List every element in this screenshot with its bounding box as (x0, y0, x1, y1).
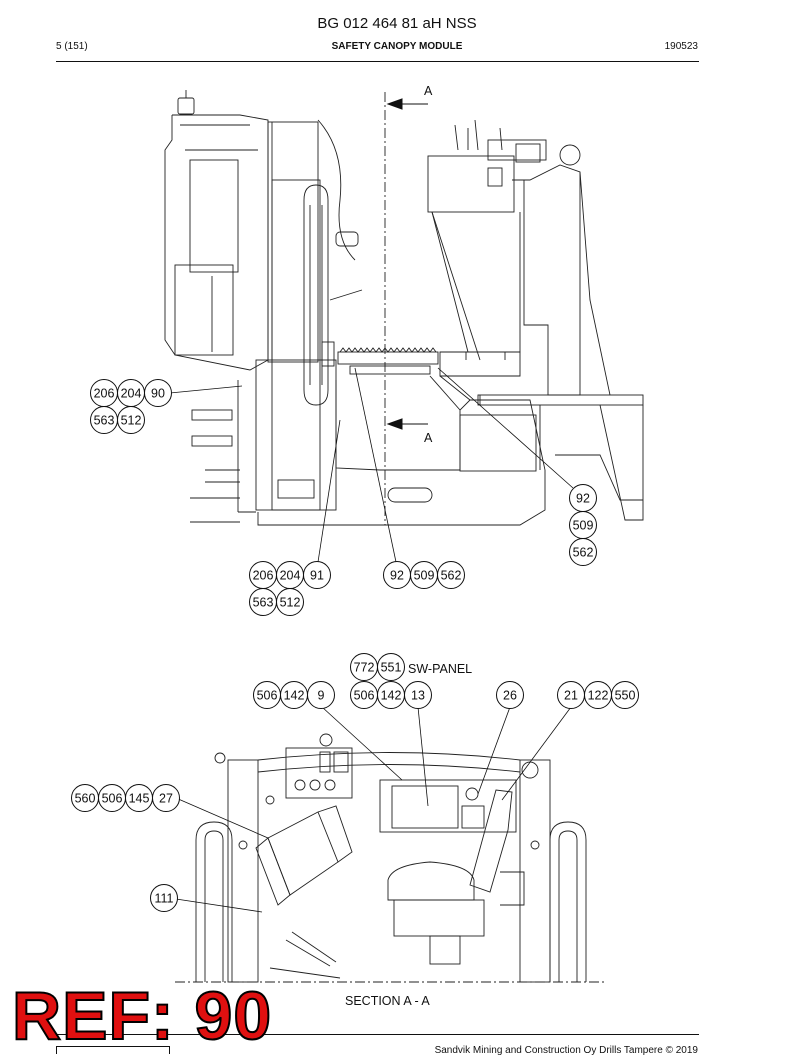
callout-circle (611, 681, 639, 709)
footer-rule (56, 1034, 699, 1035)
callout-layer: 206 204 90 563 512 92 509 562 206 204 91 563 512 92 50… (71, 379, 639, 912)
callout-number: 512 (121, 414, 142, 428)
callout-number: 206 (94, 387, 115, 401)
callout-bubble: 9 (307, 681, 335, 709)
callout-number: 509 (573, 519, 594, 533)
document-id: BG 012 464 81 aH NSS (317, 15, 477, 32)
callout-bubble: 550 (611, 681, 639, 709)
callout-bubble: 560 (71, 784, 99, 812)
callout-circle (377, 653, 405, 681)
reference-stamp: REF: 90 (11, 978, 273, 1054)
callout-number: 509 (414, 569, 435, 583)
callout-bubble: 142 (377, 681, 405, 709)
callout-circle (307, 681, 335, 709)
callout-bubble: 91 (303, 561, 331, 589)
callout-bubble: 512 (117, 406, 145, 434)
leader-lines (169, 367, 574, 913)
callout-circle (437, 561, 465, 589)
callout-number: 21 (564, 689, 578, 703)
callout-bubble: 204 (276, 561, 304, 589)
revision-date: 190523 (664, 41, 698, 52)
callout-bubble: 506 (253, 681, 281, 709)
callout-circle (144, 379, 172, 407)
callout-bubble: 122 (584, 681, 612, 709)
callout-number: 550 (615, 689, 636, 703)
header-rule (56, 61, 699, 62)
section-a-a-view (175, 733, 605, 983)
callout-bubble: 21 (557, 681, 585, 709)
callout-number: 26 (503, 689, 517, 703)
callout-bubble: 509 (569, 511, 597, 539)
callout-number: 91 (310, 569, 324, 583)
callout-number: 563 (94, 414, 115, 428)
callout-number: 560 (75, 792, 96, 806)
callout-number: 772 (354, 661, 375, 675)
callout-bubble: 506 (98, 784, 126, 812)
callout-bubble: 92 (383, 561, 411, 589)
footer-copyright: Sandvik Mining and Construction Oy Drill… (434, 1045, 698, 1056)
callout-number: 512 (280, 596, 301, 610)
callout-bubble: 512 (276, 588, 304, 616)
section-marker-top: A (424, 84, 433, 98)
section-title: SECTION A - A (345, 994, 430, 1008)
callout-circle (569, 538, 597, 566)
callout-circle (404, 681, 432, 709)
callout-number: 142 (284, 689, 305, 703)
callout-bubble: 90 (144, 379, 172, 407)
callout-number: 506 (102, 792, 123, 806)
callout-bubble: 206 (90, 379, 118, 407)
callout-circle (496, 681, 524, 709)
callout-number: 206 (253, 569, 274, 583)
callout-bubble: 142 (280, 681, 308, 709)
callout-number: 562 (573, 546, 594, 560)
callout-number: 204 (121, 387, 142, 401)
callout-number: 90 (151, 387, 165, 401)
callout-bubble: 26 (496, 681, 524, 709)
callout-number: 204 (280, 569, 301, 583)
callout-bubble: 551 (377, 653, 405, 681)
callout-bubble: 27 (152, 784, 180, 812)
section-arrow-bottom (386, 418, 428, 430)
callout-bubble: 92 (569, 484, 597, 512)
callout-bubble: 206 (249, 561, 277, 589)
sandvik-logo (56, 1046, 170, 1054)
callout-number: 92 (390, 569, 404, 583)
callout-number: 145 (129, 792, 150, 806)
callout-bubble: 562 (437, 561, 465, 589)
callout-number: 122 (588, 689, 609, 703)
callout-bubble: 772 (350, 653, 378, 681)
page-number: 5 (151) (56, 41, 88, 52)
callout-bubble: 562 (569, 538, 597, 566)
callout-bubble: 509 (410, 561, 438, 589)
side-elevation-view (164, 90, 644, 526)
callout-number: 9 (318, 689, 325, 703)
callout-number: 551 (381, 661, 402, 675)
callout-bubble: 563 (249, 588, 277, 616)
callout-number: 563 (253, 596, 274, 610)
section-marker-bottom: A (424, 431, 433, 445)
callout-bubble: 145 (125, 784, 153, 812)
callout-number: 111 (154, 892, 173, 906)
callout-bubble: 506 (350, 681, 378, 709)
callout-circle (150, 884, 178, 912)
callout-number: 562 (441, 569, 462, 583)
callout-number: 27 (159, 792, 173, 806)
callout-circle (276, 588, 304, 616)
callout-bubble: 111 (150, 884, 178, 912)
callout-number: 506 (354, 689, 375, 703)
section-arrow-top (386, 98, 428, 110)
callout-circle (152, 784, 180, 812)
callout-number: 13 (411, 689, 425, 703)
callout-bubble: 563 (90, 406, 118, 434)
sw-panel-label: SW-PANEL (408, 662, 472, 676)
callout-bubble: 204 (117, 379, 145, 407)
callout-circle (117, 406, 145, 434)
callout-number: 92 (576, 492, 590, 506)
page-title: SAFETY CANOPY MODULE (331, 41, 463, 52)
callout-bubble: 13 (404, 681, 432, 709)
callout-circle (303, 561, 331, 589)
callout-number: 506 (257, 689, 278, 703)
callout-number: 142 (381, 689, 402, 703)
